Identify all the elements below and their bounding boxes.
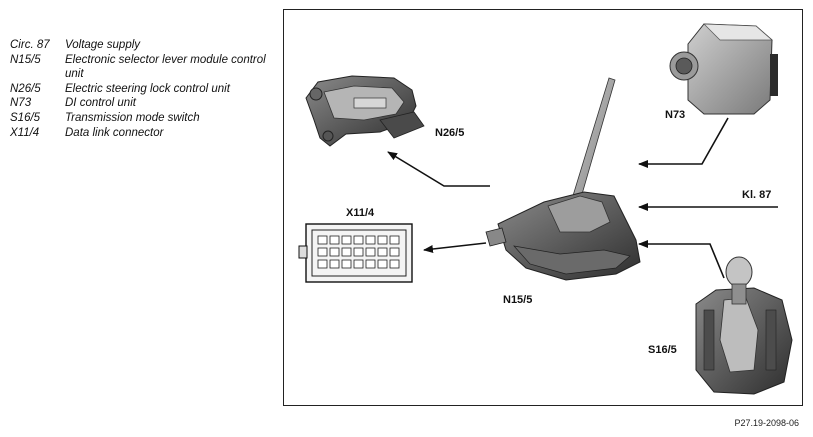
label-kl87: Kl. 87 [742, 189, 772, 201]
legend-row-circ87: Circ. 87 Voltage supply [10, 38, 272, 53]
legend-code: Circ. 87 [10, 39, 50, 51]
diagram-canvas [298, 23, 793, 395]
legend-row-n73: N73 DI control unit [10, 96, 272, 111]
label-s16-5: S16/5 [648, 344, 677, 356]
legend-desc: DI control unit [65, 97, 136, 110]
diagram-frame: N26/5 N73 Kl. 87 X11/4 N15/5 S16/5 [283, 9, 803, 406]
signal-arrows [387, 117, 778, 279]
legend-desc: Transmission mode switch [65, 111, 200, 124]
data-link-connector-illustration [298, 223, 413, 283]
label-n15-5: N15/5 [503, 294, 533, 306]
selector-lever-module-illustration [485, 77, 641, 281]
arrow-n15-5-to-x11-4 [423, 242, 487, 253]
legend: Circ. 87 Voltage supply N15/5 Electronic… [10, 38, 272, 140]
legend-desc: Electric steering lock control unit [65, 82, 230, 95]
legend-row-s16-5: S16/5 Transmission mode switch [10, 111, 272, 126]
legend-code: N73 [10, 97, 32, 110]
legend-desc: Voltage supply [65, 39, 141, 51]
figure-reference: P27.19-2098-06 [734, 418, 799, 428]
arrow-n15-5-to-n26-5 [387, 151, 490, 187]
legend-row-n26-5: N26/5 Electric steering lock control uni… [10, 82, 272, 97]
label-x11-4: X11/4 [346, 207, 375, 219]
legend-code: N15/5 [10, 53, 41, 66]
legend-code: X11/4 [10, 126, 40, 139]
legend-row-x11-4: X11/4 Data link connector [10, 126, 272, 141]
arrow-s16-5-to-n15-5 [638, 240, 725, 279]
label-n26-5: N26/5 [435, 127, 465, 139]
legend-code: S16/5 [10, 111, 41, 124]
label-n73: N73 [665, 109, 686, 121]
legend-row-n15-5: N15/5 Electronic selector lever module c… [10, 53, 272, 82]
steering-lock-unit-illustration [305, 75, 425, 147]
arrow-n73-to-n15-5 [638, 117, 729, 168]
di-control-unit-illustration [669, 23, 778, 115]
legend-desc: Electronic selector lever module control… [65, 53, 266, 81]
transmission-mode-switch-illustration [695, 256, 793, 395]
legend-desc: Data link connector [65, 126, 164, 139]
legend-code: N26/5 [10, 82, 41, 95]
